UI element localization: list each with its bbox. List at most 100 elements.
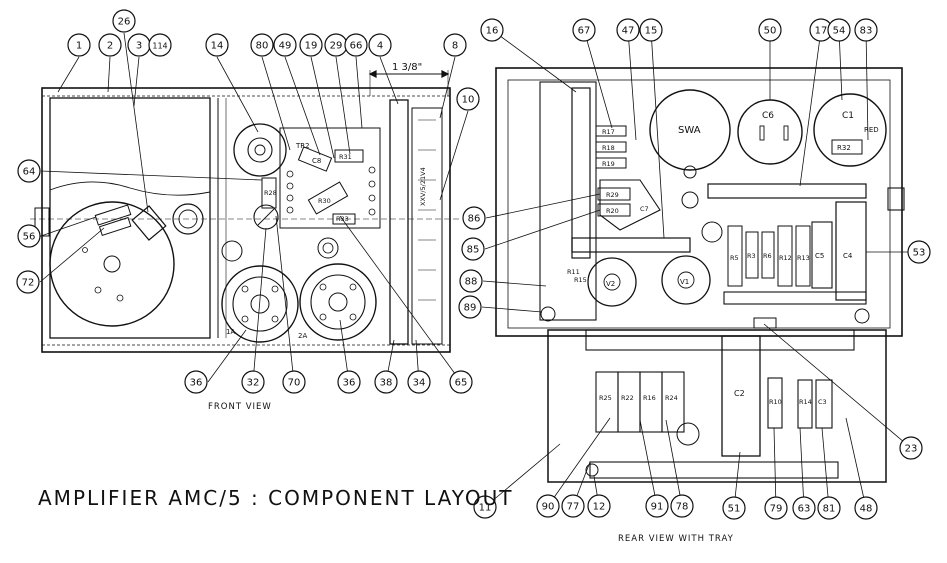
front-left-panel [49, 97, 211, 339]
dimension-label: 1 3/8" [392, 62, 422, 73]
rear-callout-circle [473, 495, 497, 519]
label-r29: R29 [606, 191, 619, 199]
capacitor-c1 [813, 93, 887, 167]
rear-callout-circle [536, 494, 560, 518]
rear-callout-circle [561, 494, 585, 518]
front-callout-number: 2 [107, 41, 113, 52]
label-r5: R5 [730, 254, 739, 262]
front-callout-number: 64 [23, 167, 36, 178]
front-callout-circle [374, 370, 398, 394]
rear-callout-circle [854, 18, 878, 42]
rear-tag-strip-left [571, 87, 591, 259]
label-r6: R6 [763, 252, 772, 260]
rear-callout-number: 77 [567, 502, 580, 513]
front-callout-circle [67, 33, 91, 57]
rear-callout-number: 67 [578, 26, 591, 37]
rear-callout-number: 83 [860, 26, 873, 37]
rear-callout-number: 53 [913, 248, 926, 259]
rear-callout-circle [764, 496, 788, 520]
label-r13: R13 [797, 254, 810, 262]
label-r16: R16 [643, 394, 656, 402]
front-callout-number: 4 [377, 41, 383, 52]
front-callout-number: 65 [455, 378, 468, 389]
rear-callout-circle [645, 494, 669, 518]
label-red: RED [864, 126, 879, 134]
label-r17: R17 [602, 128, 615, 136]
label-c4: C4 [843, 252, 853, 260]
rear-callout-circle [587, 494, 611, 518]
front-callout-number: 114 [152, 42, 167, 51]
label-c5: C5 [815, 252, 824, 260]
front-callout-circle [299, 33, 323, 57]
tray [547, 329, 887, 483]
rear-callout-number: 11 [479, 503, 492, 514]
valve-holder-v2 [299, 263, 377, 341]
label-xxv: XXV/5/21V4 [419, 167, 427, 206]
valve-holder-v1 [221, 265, 299, 343]
rear-callout-number: 90 [542, 502, 555, 513]
label-c6: C6 [762, 111, 774, 121]
valve-holder-v1-rear [661, 255, 711, 305]
label-r18: R18 [602, 144, 615, 152]
front-callout-number: 38 [380, 378, 393, 389]
label-tr2: TR2 [295, 142, 310, 150]
rear-callout-number: 17 [815, 26, 828, 37]
rear-callout-circle [758, 18, 782, 42]
rear-callout-number: 86 [468, 214, 481, 225]
rear-callout-circle [817, 496, 841, 520]
front-chassis-outline [41, 87, 451, 353]
rear-view-caption: REAR VIEW WITH TRAY [618, 534, 734, 544]
front-tag-board [389, 99, 409, 345]
label-v1: V1 [680, 278, 689, 286]
rear-callout-number: 81 [823, 504, 836, 515]
label-r12: R12 [779, 254, 792, 262]
label-r20: R20 [606, 207, 619, 215]
front-callout-number: 34 [413, 378, 426, 389]
rear-callout-number: 88 [465, 277, 478, 288]
rear-callout-number: 85 [467, 245, 480, 256]
front-callout-number: 14 [211, 41, 224, 52]
front-callout-number: 8 [452, 41, 458, 52]
label-v2: V2 [606, 280, 615, 288]
label-c7: C7 [640, 205, 649, 213]
front-callout-circle [98, 33, 122, 57]
rear-callout-circle [572, 18, 596, 42]
rear-callout-circle [461, 237, 485, 261]
rear-callout-circle [792, 496, 816, 520]
rotary-switch [49, 201, 175, 327]
label-c3: C3 [818, 398, 827, 406]
switch-swa [649, 89, 731, 171]
front-callout-number: 66 [350, 41, 363, 52]
label-r3: R3 [747, 252, 756, 260]
front-callout-number: 36 [190, 378, 203, 389]
label-c1: C1 [842, 111, 854, 121]
front-callout-circle [241, 370, 265, 394]
rear-callout-number: 15 [645, 26, 658, 37]
rear-callout-circle [458, 295, 482, 319]
front-callout-circle [184, 370, 208, 394]
front-view [30, 70, 460, 353]
rear-callout-circle [827, 18, 851, 42]
front-callout-circle [205, 33, 229, 57]
front-callout-circle [282, 370, 306, 394]
rear-view [495, 67, 905, 483]
front-callout-number: 32 [247, 378, 260, 389]
front-view-caption: FRONT VIEW [208, 402, 272, 412]
front-callout-circle [443, 33, 467, 57]
label-r14: R14 [799, 398, 812, 406]
rear-callout-number: 91 [651, 502, 664, 513]
label-r28: R28 [264, 189, 277, 197]
label-r22: R22 [621, 394, 634, 402]
front-callout-circle [16, 270, 40, 294]
rear-callout-number: 78 [676, 502, 689, 513]
leader-lines [39, 29, 919, 509]
front-callout-circle [148, 33, 172, 57]
rear-callout-number: 23 [905, 444, 918, 455]
label-swa: SWA [678, 125, 701, 136]
rear-callout-number: 48 [860, 504, 873, 515]
rear-callout-circle [907, 240, 931, 264]
label-r24: R24 [665, 394, 678, 402]
potentiometer [233, 123, 287, 177]
